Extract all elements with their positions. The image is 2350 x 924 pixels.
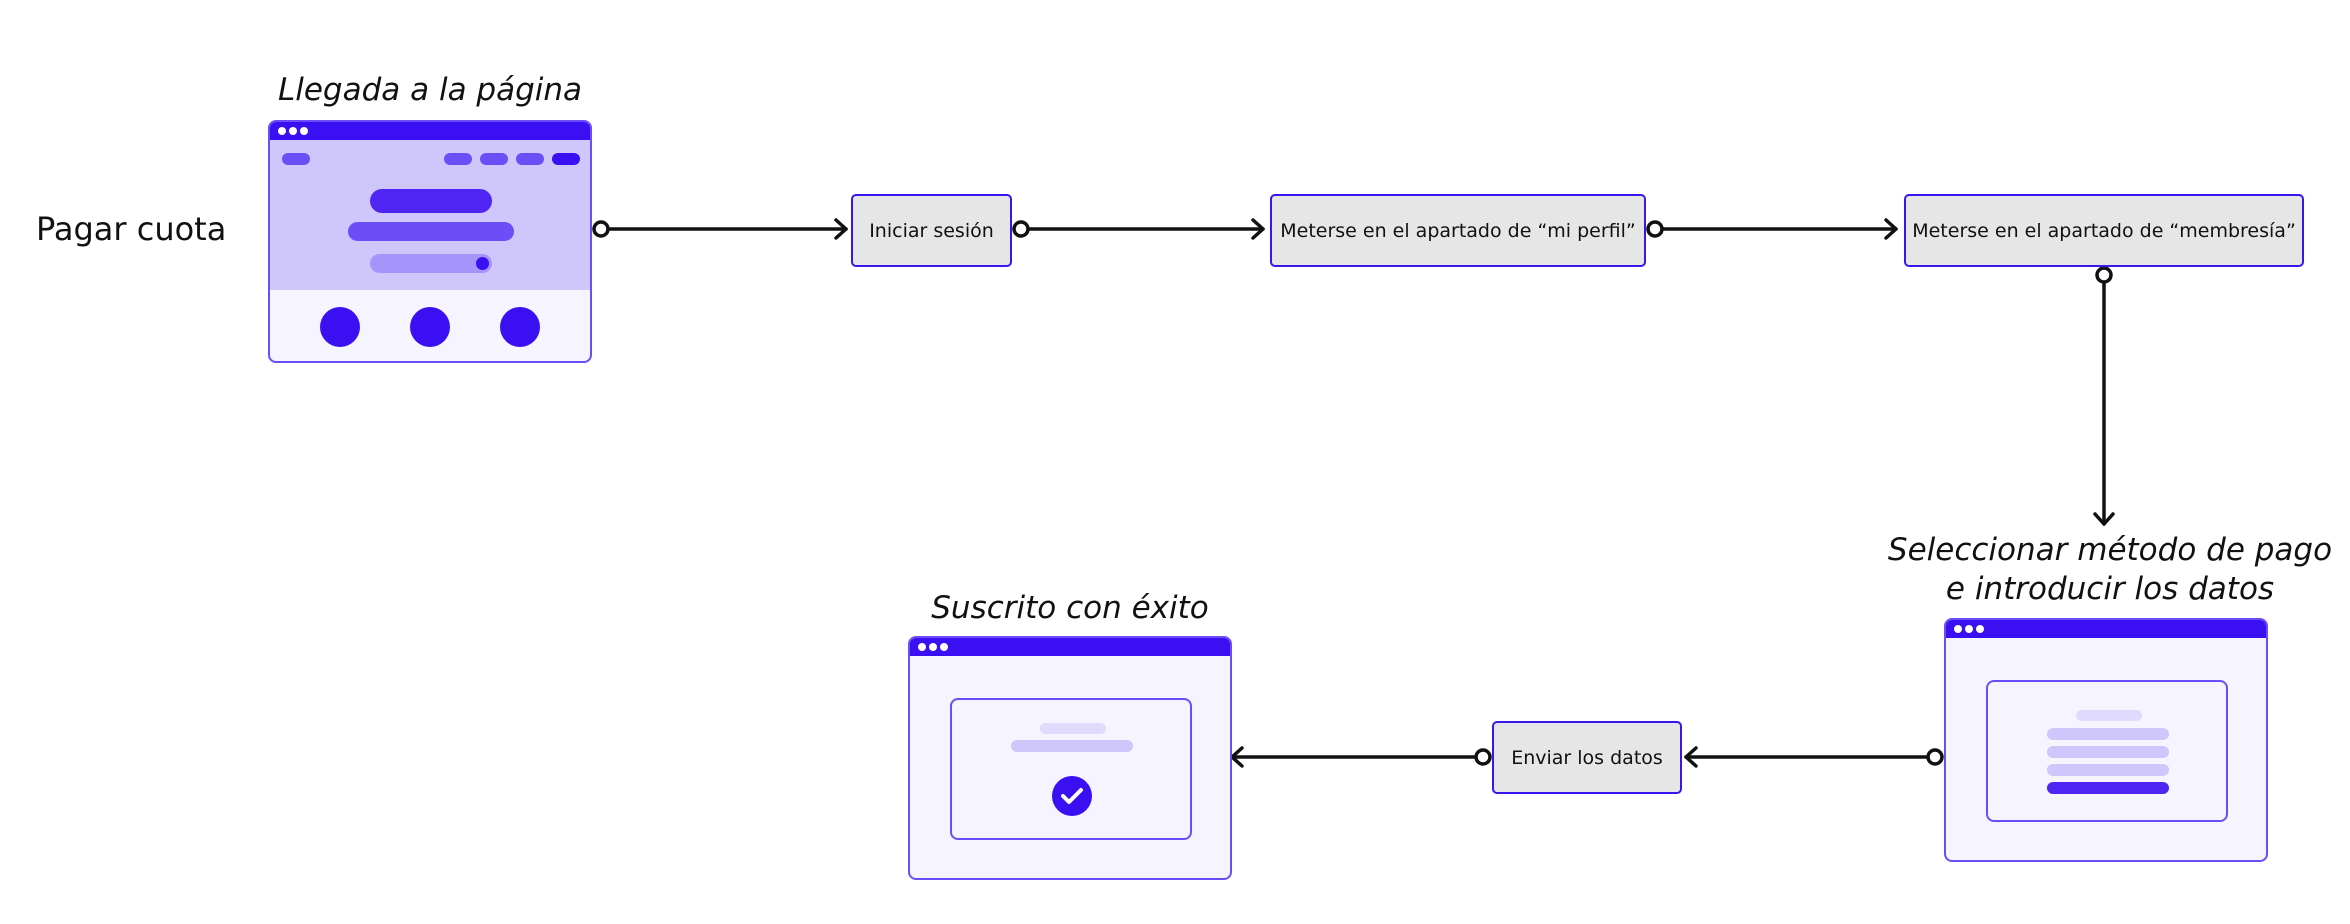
form-field	[2047, 728, 2169, 740]
payment-form-mockup	[1944, 618, 2268, 862]
window-dot	[1976, 625, 1984, 633]
arrowhead-membership	[1884, 218, 1898, 240]
window-dot	[289, 127, 297, 135]
window-dot	[929, 643, 937, 651]
success-message	[1011, 740, 1133, 752]
nav-link	[444, 153, 472, 165]
form-field	[2047, 746, 2169, 758]
feature-circle	[410, 307, 450, 347]
window-dot	[1954, 625, 1962, 633]
window-titlebar	[1946, 620, 2266, 638]
window-titlebar	[910, 638, 1230, 656]
window-dot	[1965, 625, 1973, 633]
step-membership[interactable]: Meterse en el apartado de “membresía”	[1904, 194, 2304, 267]
nav-button	[552, 153, 580, 165]
connector-start-send	[1474, 748, 1492, 766]
step-login[interactable]: Iniciar sesión	[851, 194, 1012, 267]
window-dot	[940, 643, 948, 651]
arrowhead-success	[1230, 746, 1244, 768]
arrowhead-profile	[1251, 218, 1265, 240]
stage-title-payment-line1: Seleccionar método de pago	[1887, 532, 2333, 568]
window-dot	[918, 643, 926, 651]
nav-link	[516, 153, 544, 165]
arrowhead-payment	[2093, 512, 2115, 526]
stage-title-landing: Llegada a la página	[277, 72, 583, 108]
connector-start-landing	[592, 220, 610, 238]
connector-start-payment	[1926, 748, 1944, 766]
stage-title-success: Suscrito con éxito	[931, 590, 1209, 626]
hero-subheading	[348, 222, 514, 241]
window-dot	[278, 127, 286, 135]
step-profile[interactable]: Meterse en el apartado de “mi perfil”	[1270, 194, 1646, 267]
feature-circle	[500, 307, 540, 347]
connector-start-login	[1012, 220, 1030, 238]
feature-circle	[320, 307, 360, 347]
connector-start-profile	[1646, 220, 1664, 238]
window-dot	[300, 127, 308, 135]
success-card	[950, 698, 1192, 840]
check-circle-icon	[1051, 775, 1093, 817]
nav-link	[480, 153, 508, 165]
form-card	[1986, 680, 2228, 822]
hero-cta-dot	[476, 257, 489, 270]
success-title	[1040, 723, 1106, 734]
form-title	[2076, 710, 2142, 721]
form-field	[2047, 764, 2169, 776]
flow-label: Pagar cuota	[36, 210, 227, 248]
window-titlebar	[270, 122, 590, 140]
step-send[interactable]: Enviar los datos	[1492, 721, 1682, 794]
landing-page-mockup	[268, 120, 592, 363]
arrowhead-send	[1684, 746, 1698, 768]
form-submit	[2047, 782, 2169, 794]
hero-heading	[370, 189, 492, 213]
stage-title-payment-line2: e introducir los datos	[1945, 571, 2275, 607]
hero-cta	[370, 254, 492, 273]
connector-start-membership	[2095, 266, 2113, 284]
arrowhead-login	[834, 218, 848, 240]
nav-logo	[282, 153, 310, 165]
success-mockup	[908, 636, 1232, 880]
